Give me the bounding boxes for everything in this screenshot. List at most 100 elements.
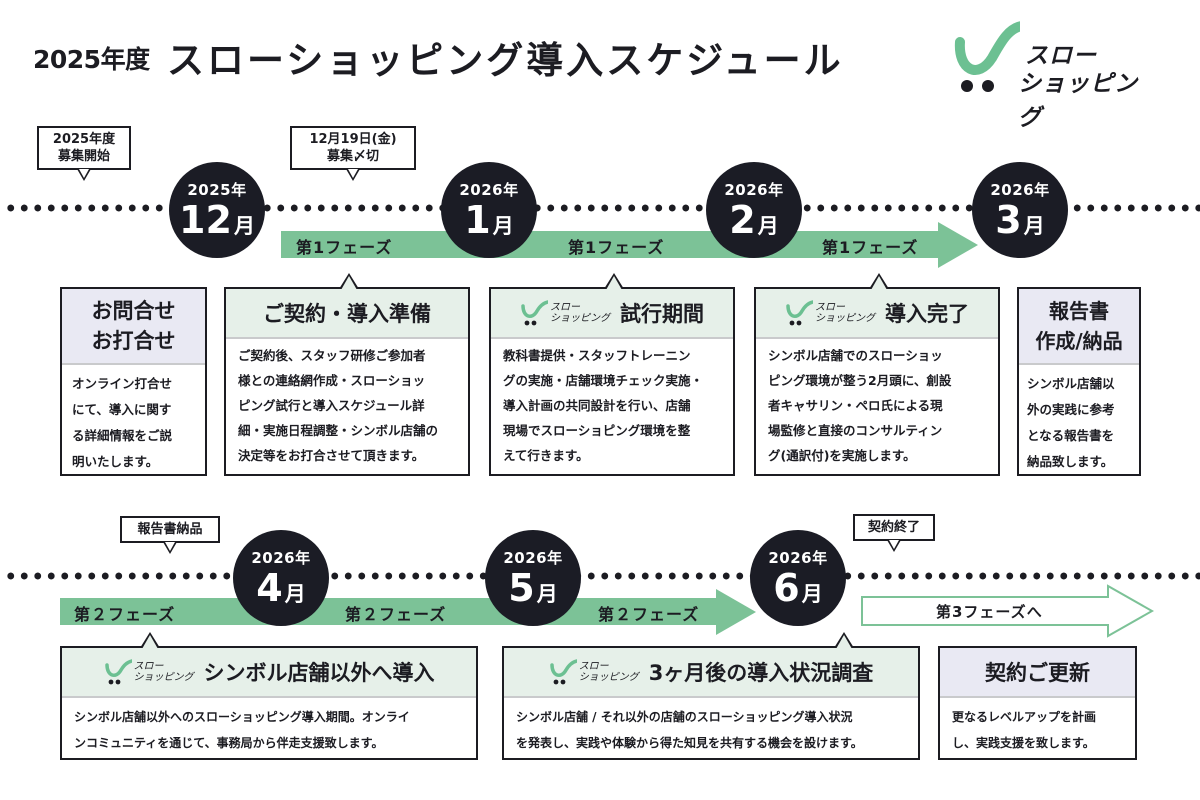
card-text: グ(通訳付)を実施します。 xyxy=(768,448,916,463)
card-text: シンボル店舗 / それ以外の店舗のスローショッピング導入状況 xyxy=(516,710,853,724)
card-title: 導入完了 xyxy=(885,302,969,326)
card-text: 明いたします。 xyxy=(72,454,159,469)
mini-logo: スローショッピング xyxy=(520,300,610,326)
month-number: 12月 xyxy=(169,200,265,246)
phase-label: 第２フェーズ xyxy=(74,605,176,624)
phase-3-label: 第3フェーズへ xyxy=(936,603,1043,621)
phase-3-outline-arrow xyxy=(861,584,1155,638)
card-header: スローショッピング 3ヶ月後の導入状況調査 xyxy=(504,648,918,698)
card-title: 3ヶ月後の導入状況調査 xyxy=(648,661,874,685)
card-text: 場監修と直接のコンサルティン xyxy=(768,423,943,438)
mini-logo-line: ショッピング xyxy=(133,672,194,683)
logo-text-line2: ショッピング xyxy=(1018,71,1138,131)
month-circle-2026-03: 2026年 3月 xyxy=(972,162,1068,258)
month-circle-2026-02: 2026年 2月 xyxy=(706,162,802,258)
callout-text: 2025年度 xyxy=(52,132,116,147)
month-circle-2025-12: 2025年 12月 xyxy=(169,162,265,258)
month-value: 3 xyxy=(995,198,1022,242)
month-number: 1月 xyxy=(441,200,537,246)
callout-text: 報告書納品 xyxy=(137,522,203,537)
mini-logo-line: ショッピング xyxy=(815,313,875,324)
card-text: グの実施・店舗環境チェック実施・ xyxy=(503,373,704,388)
card-text: ご契約後、スタッフ研修ご参加者 xyxy=(238,348,426,363)
card-text: 教科書提供・スタッフトレーニン xyxy=(503,348,691,363)
phase-label: 第２フェーズ xyxy=(345,605,447,624)
phase-label: 第1フェーズ xyxy=(822,238,919,257)
card-report-delivery: 報告書 作成/納品 シンボル店舗以 外の実践に参考 となる報告書を 納品致します… xyxy=(1017,287,1141,476)
card-trial-period: スローショッピング 試行期間 教科書提供・スタッフトレーニン グの実施・店舗環境… xyxy=(489,273,735,476)
card-non-symbol-store-rollout: スローショッピング シンボル店舗以外へ導入 シンボル店舗以外へのスローショッピン… xyxy=(60,632,478,762)
cart-check-icon xyxy=(549,659,577,685)
card-text: 細・実施日程調整・シンボル店舗の xyxy=(238,423,439,438)
phase-2-bar xyxy=(60,598,720,625)
card-title: 試行期間 xyxy=(620,302,704,326)
month-year: 2026年 xyxy=(768,549,828,567)
cart-check-icon xyxy=(786,300,813,326)
month-number: 3月 xyxy=(972,200,1068,246)
month-value: 4 xyxy=(256,566,283,610)
callout-recruit-deadline: 12月19日(金) 募集〆切 xyxy=(290,126,416,181)
card-text: シンボル店舗以外へのスローショッピング導入期間。オンライ xyxy=(74,710,410,724)
page-title: スローショッピング導入スケジュール xyxy=(167,39,844,82)
card-text: る詳細情報をご説 xyxy=(72,428,173,443)
month-year: 2026年 xyxy=(990,181,1050,199)
card-title: 契約ご更新 xyxy=(985,661,1090,685)
phase-1-arrow-head xyxy=(938,222,978,268)
card-body: シンボル店舗でのスローショッ ピング環境が整う2月頭に、創設 者キャサリン・ペロ… xyxy=(756,339,998,472)
month-year: 2026年 xyxy=(724,181,784,199)
mini-logo-line: ショッピング xyxy=(550,313,610,324)
card-inquiry: お問合せ お打合せ オンライン打合せ にて、導入に関す る詳細情報をご説 明いた… xyxy=(60,287,207,476)
mini-logo-line: スロー xyxy=(815,302,845,313)
card-header: スローショッピング シンボル店舗以外へ導入 xyxy=(62,648,476,698)
month-circle-2026-04: 2026年 4月 xyxy=(233,530,329,626)
cart-check-icon xyxy=(954,21,1020,92)
logo-text-line1: スロー xyxy=(1025,43,1097,69)
card-contract-renewal: 契約ご更新 更なるレベルアップを計画 し、実践支援を致します。 xyxy=(938,646,1137,760)
card-title: お問合せ xyxy=(91,299,176,323)
month-number: 6月 xyxy=(750,568,846,614)
card-header: スローショッピング 試行期間 xyxy=(491,289,733,339)
mini-logo-text: スローショッピング xyxy=(550,302,610,324)
card-header: 契約ご更新 xyxy=(940,648,1135,698)
callout-text: 募集開始 xyxy=(57,149,110,164)
card-text: シンボル店舗でのスローショッ xyxy=(768,348,943,363)
card-body: シンボル店舗以外へのスローショッピング導入期間。オンライ ンコミュニティを通じて… xyxy=(62,698,476,762)
card-pointer xyxy=(140,632,160,649)
card-title: 報告書 xyxy=(1049,299,1109,323)
month-unit: 月 xyxy=(284,582,306,606)
card-text: ピング試行と導入スケジュール詳 xyxy=(238,398,425,413)
card-pointer xyxy=(604,273,624,290)
month-number: 2月 xyxy=(706,200,802,246)
month-value: 12 xyxy=(179,198,232,242)
card-installation-complete: スローショッピング 導入完了 シンボル店舗でのスローショッ ピング環境が整う2月… xyxy=(754,273,1000,476)
callout-contract-end: 契約終了 xyxy=(853,514,935,552)
month-year: 2026年 xyxy=(459,181,519,199)
cart-check-icon xyxy=(104,659,132,685)
mini-logo-text: スローショッピング xyxy=(134,661,194,683)
card-title: ご契約・導入準備 xyxy=(263,302,431,326)
month-circle-2026-01: 2026年 1月 xyxy=(441,162,537,258)
callout-text: 募集〆切 xyxy=(326,149,379,164)
card-text: 更なるレベルアップを計画 xyxy=(952,710,1097,724)
mini-logo: スローショッピング xyxy=(104,659,194,685)
card-body: オンライン打合せ にて、導入に関す る詳細情報をご説 明いたします。 xyxy=(62,365,205,481)
month-number: 5月 xyxy=(485,568,581,614)
card-body: シンボル店舗以 外の実践に参考 となる報告書を 納品致します。 xyxy=(1019,365,1139,481)
card-title: 作成/納品 xyxy=(1035,329,1123,353)
callout-recruit-start: 2025年度 募集開始 xyxy=(37,126,131,181)
callout-text: 12月19日(金) xyxy=(309,132,397,147)
cart-check-icon xyxy=(521,300,548,326)
callout-report-delivered: 報告書納品 xyxy=(120,516,220,554)
month-unit: 月 xyxy=(757,214,779,238)
timeline-dotted-line-top xyxy=(4,204,1200,212)
card-text: 者キャサリン・ペロ氏による現 xyxy=(768,398,943,413)
mini-logo-line: スロー xyxy=(550,302,580,313)
phase-2-arrow-head xyxy=(716,589,756,635)
card-text: ピング環境が整う2月頭に、創設 xyxy=(768,373,952,388)
phase-label: 第1フェーズ xyxy=(568,238,665,257)
card-pointer xyxy=(339,273,359,290)
mini-logo-line: ショッピング xyxy=(578,672,639,683)
card-text: を発表し、実践や体験から得た知見を共有する機会を設けます。 xyxy=(516,736,863,750)
card-text: 導入計画の共同設計を行い、店舗 xyxy=(503,398,691,413)
phase-1-bar xyxy=(281,231,941,258)
